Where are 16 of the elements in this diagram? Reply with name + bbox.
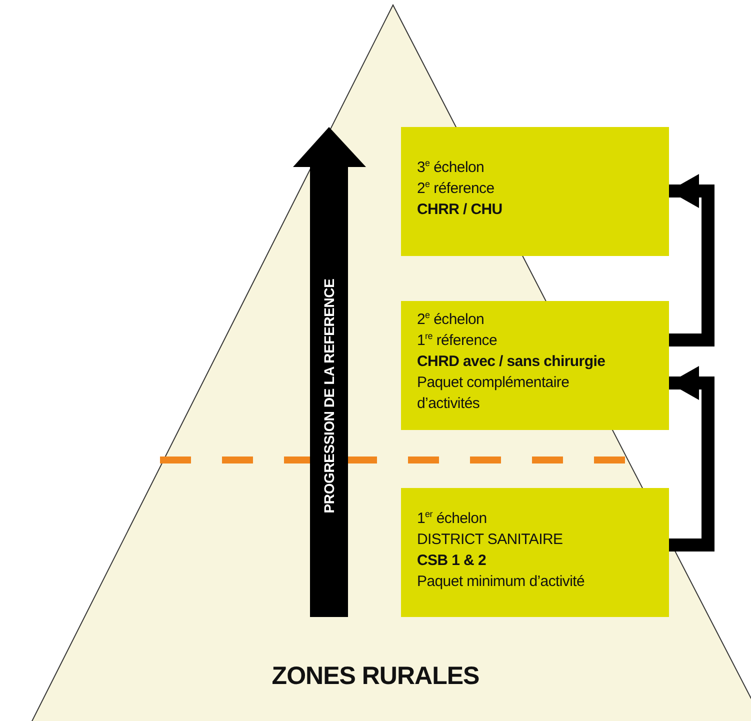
- arrow-label: PROGRESSION DE LA REFERENCE: [321, 278, 337, 514]
- arrow: [669, 174, 714, 346]
- level-text: 2$^{e}$ échelon: [417, 309, 484, 330]
- level-text: 1$^{re}$ réference: [417, 330, 497, 351]
- level-text: 1$^{er}$ échelon: [417, 508, 487, 529]
- facility-name: CHRR / CHU: [417, 200, 502, 220]
- arrow: [669, 366, 714, 552]
- zone-title: ZONES RURALES: [270, 662, 480, 691]
- level-text: DISTRICT SANITAIRE: [417, 530, 563, 550]
- level-text: 2$^{e}$ réference: [417, 178, 494, 199]
- level-text: Paquet minimum d’activité: [417, 572, 586, 592]
- level-text: 3$^{e}$ échelon: [417, 157, 484, 178]
- level-box: [401, 127, 669, 256]
- level-text: Paquet complémentaire d’activités: [417, 373, 570, 414]
- facility-name: CSB 1 & 2: [417, 551, 486, 571]
- facility-name: CHRD avec / sans chirurgie: [417, 352, 606, 372]
